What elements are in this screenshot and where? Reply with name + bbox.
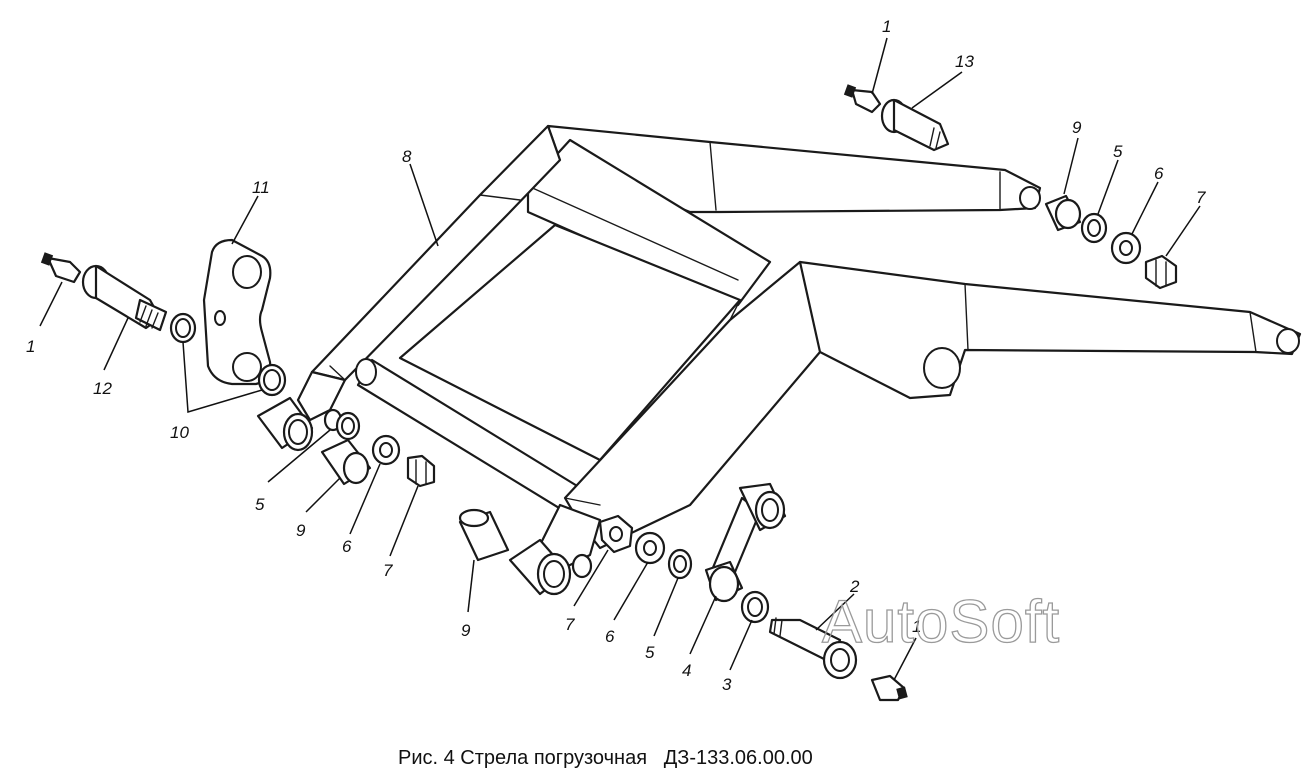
washer-front-small [571,553,593,579]
callout-1-front: 1 [912,617,921,636]
callout-7-upper-right: 7 [1196,188,1206,207]
callout-9-upper-right: 9 [1072,118,1082,137]
grease-nipple-front [870,674,908,702]
nut-6-front [634,531,666,565]
callout-7-front: 7 [565,615,575,634]
pin-12-left [81,264,168,332]
washer-5-left [323,408,361,441]
bushing-sleeve-left [256,396,314,452]
callout-1-upper-right: 1 [882,17,891,36]
bushing-9-upper-right [1044,194,1082,232]
grease-nipple-upper-right [843,84,882,114]
bushing-9-front [458,508,510,562]
washer-3-front [740,590,770,624]
callout-6-left: 6 [342,537,352,556]
bushing-10-left [169,312,197,344]
castle-nut-7-left [406,454,436,488]
callout-labels: 1 13 9 5 6 7 8 11 1 12 10 5 9 6 7 9 7 6 … [26,17,1206,694]
watermark-logo: AutoSoft [822,588,1060,655]
callout-13: 13 [955,52,974,71]
link-4 [704,482,787,603]
castle-nut-7-upper-right [1144,254,1178,290]
castle-nut-7-front [598,514,634,554]
callout-2: 2 [849,577,860,596]
bushing-sleeve-front [508,538,572,596]
callout-9-front: 9 [461,621,471,640]
callout-6-upper-right: 6 [1154,164,1164,183]
callout-leaders [39,37,1201,681]
callout-5-upper-right: 5 [1113,142,1123,161]
callout-6-front: 6 [605,627,615,646]
loader-boom-frame [296,124,1302,572]
callout-12: 12 [93,379,112,398]
callout-5-front: 5 [645,643,655,662]
washer-5-upper-right [1080,212,1108,244]
nut-6-left [371,434,401,466]
pin-2-front [768,617,858,680]
callout-1-left: 1 [26,337,35,356]
grease-nipple-left-upper [40,252,82,284]
callout-7-left: 7 [383,561,393,580]
bushing-10-plate [257,363,287,397]
pin-13-upper-right [880,98,950,152]
figure-caption: Рис. 4 Стрела погрузочная ДЗ-133.06.00.0… [398,747,813,769]
callout-3: 3 [722,675,732,694]
callout-9-left: 9 [296,521,306,540]
callout-8: 8 [402,147,412,166]
nut-6-upper-right [1110,231,1142,265]
washer-5-front [667,548,693,580]
link-plate-11 [202,238,272,386]
callout-4: 4 [682,661,691,680]
callout-11: 11 [252,178,270,197]
callout-10: 10 [170,423,189,442]
bushing-9-left [320,438,372,486]
callout-5-left: 5 [255,495,265,514]
